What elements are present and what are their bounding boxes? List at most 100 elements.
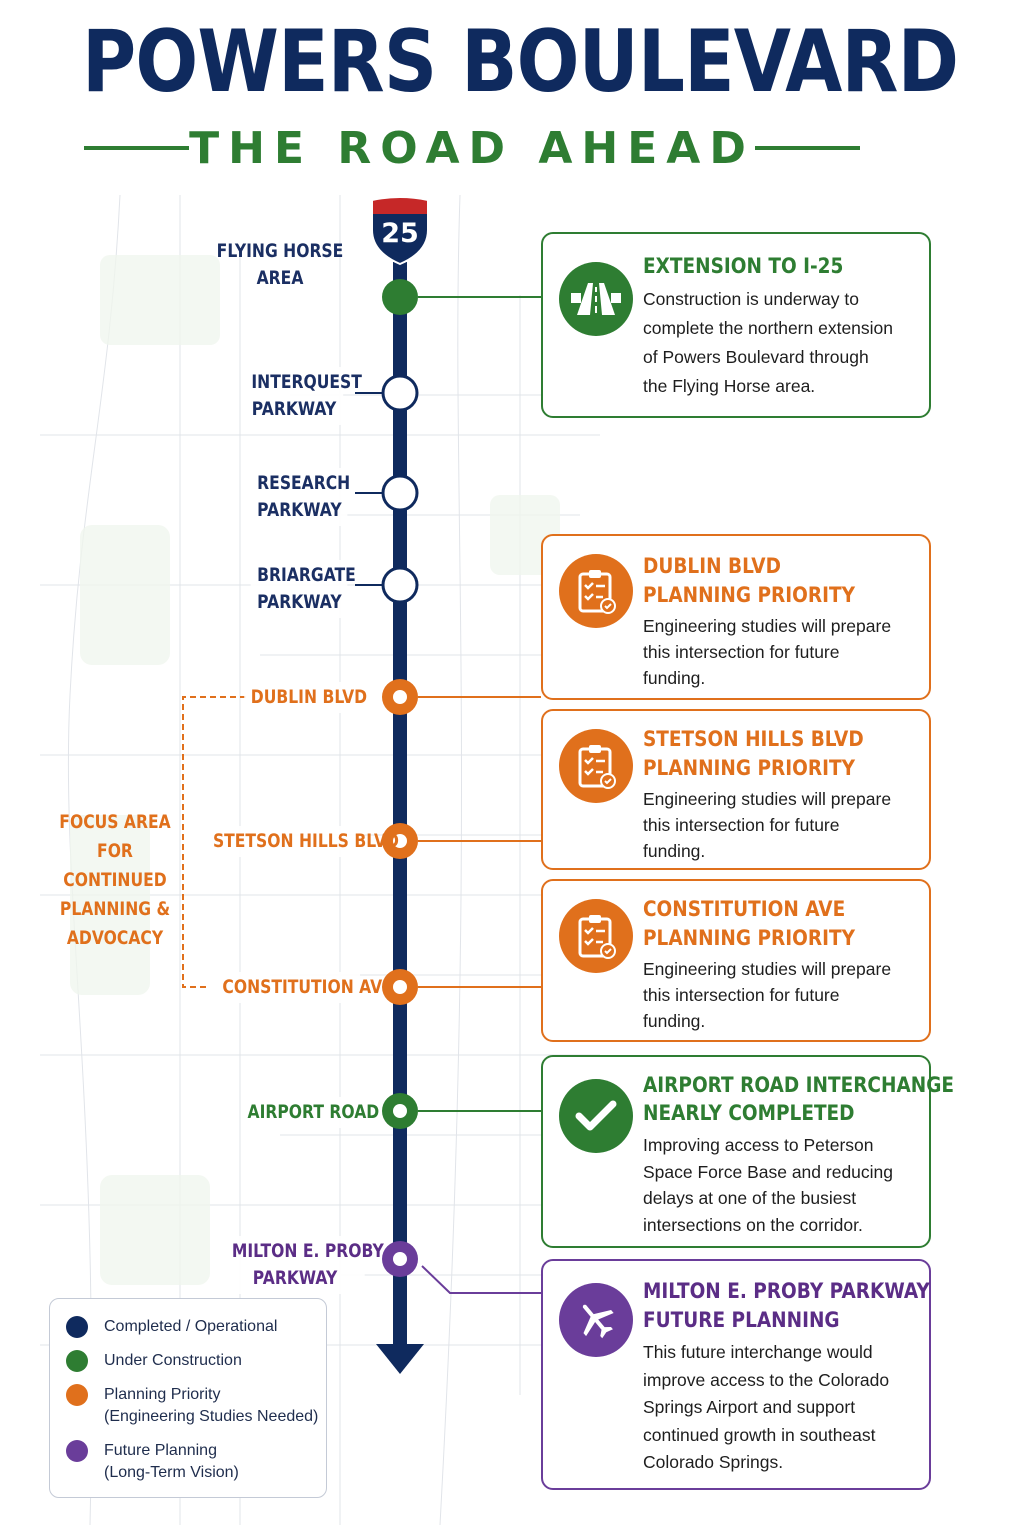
legend: Completed / Operational Under Constructi… (49, 1298, 327, 1498)
card-body-line: Engineering studies will prepare (643, 616, 892, 636)
focus-bracket (182, 696, 246, 988)
card-title: DUBLIN BLVD (643, 554, 781, 578)
stop-dot-interquest (381, 374, 419, 412)
legend-dot (66, 1350, 88, 1372)
stop-label-line: MILTON E. PROBY (231, 1240, 384, 1262)
card-body-line: This future interchange would (643, 1342, 873, 1362)
card-extension-i25: EXTENSION TO I-25 Construction is underw… (541, 232, 931, 418)
card-body: Construction is underway to complete the… (643, 285, 917, 401)
card-title: STETSON HILLS BLVD (643, 727, 864, 751)
card-body: This future interchange would improve ac… (643, 1339, 917, 1477)
stop-label-stetson: STETSON HILLS BLVD (206, 826, 399, 857)
legend-label: Under Construction (104, 1352, 242, 1369)
card-body-line: Engineering studies will prepare (643, 959, 892, 979)
focus-area-label: FOCUS AREA FOR CONTINUED PLANNING & ADVO… (54, 808, 177, 953)
legend-label: Planning Priority (104, 1386, 221, 1403)
card-body-line: Construction is underway to (643, 289, 859, 309)
card-body-line: of Powers Boulevard through (643, 347, 869, 367)
legend-text-group: Future Planning (Long-Term Vision) (104, 1440, 239, 1484)
card-constitution: CONSTITUTION AVE PLANNING PRIORITY Engin… (541, 879, 931, 1042)
card-title: CONSTITUTION AVE (643, 897, 846, 921)
card-title: MILTON E. PROBY PARKWAY (643, 1279, 930, 1303)
focus-area-line: ADVOCACY (66, 927, 164, 949)
legend-item-construction: Under Construction (66, 1350, 242, 1372)
card-airport-road: AIRPORT ROAD INTERCHANGE NEARLY COMPLETE… (541, 1055, 955, 1248)
stop-label-line: FLYING HORSE (216, 240, 344, 262)
clipboard-icon (559, 899, 633, 973)
card-body-line: funding. (643, 1011, 706, 1031)
stop-dot-milton-inner (393, 1252, 407, 1266)
card-body-line: Colorado Springs. (643, 1452, 784, 1472)
focus-area-line: PLANNING & (59, 898, 171, 920)
card-title: PLANNING PRIORITY (643, 583, 855, 607)
legend-sublabel: (Long-Term Vision) (104, 1464, 239, 1481)
subtitle-rule-left (84, 146, 190, 150)
stop-label-line: INTERQUEST (251, 371, 362, 393)
stop-label-constitution: CONSTITUTION AVE (215, 972, 393, 1003)
card-stetson: STETSON HILLS BLVD PLANNING PRIORITY Eng… (541, 709, 931, 870)
highway-icon (559, 262, 633, 336)
corridor-arrowhead (376, 1344, 424, 1374)
card-body-line: delays at one of the busiest (643, 1188, 857, 1208)
stop-label-line: PARKWAY (252, 1267, 338, 1289)
stop-dot-stetson-inner (393, 834, 407, 848)
card-body-line: this intersection for future (643, 815, 840, 835)
clipboard-icon (559, 554, 633, 628)
connector-milton (421, 1265, 541, 1294)
card-body: Engineering studies will prepare this in… (643, 786, 917, 864)
card-body-line: Space Force Base and reducing (643, 1161, 894, 1182)
card-body-line: improve access to the Colorado (643, 1369, 890, 1390)
stop-label-briargate: BRIARGATE PARKWAY (250, 560, 356, 618)
stop-dot-airport-inner (393, 1104, 407, 1118)
card-body-line: Engineering studies will prepare (643, 789, 892, 809)
stop-dot-flying-horse (382, 279, 418, 315)
card-body: Improving access to Peterson Space Force… (643, 1132, 917, 1238)
legend-sublabel: (Engineering Studies Needed) (104, 1408, 319, 1425)
legend-dot (66, 1384, 88, 1406)
card-milton-proby: MILTON E. PROBY PARKWAY FUTURE PLANNING … (541, 1259, 931, 1490)
legend-dot (66, 1316, 88, 1338)
stop-label-line: AREA (256, 267, 304, 289)
card-title: NEARLY COMPLETED (643, 1101, 855, 1125)
stop-dot-dublin-inner (393, 690, 407, 704)
card-title: PLANNING PRIORITY (643, 756, 855, 780)
card-title: EXTENSION TO I-25 (643, 254, 844, 278)
interstate-shield-icon: 25 (371, 196, 429, 266)
card-title: PLANNING PRIORITY (643, 926, 855, 950)
card-body-line: complete the northern extension (643, 318, 894, 338)
corridor-line (393, 262, 407, 1348)
card-body-line: this intersection for future (643, 985, 840, 1005)
card-body-line: intersections on the corridor. (643, 1214, 863, 1235)
stop-label-line: RESEARCH (257, 472, 351, 494)
card-body: Engineering studies will prepare this in… (643, 613, 917, 691)
stop-dot-briargate (381, 566, 419, 604)
shield-number: 25 (381, 218, 419, 249)
page-subtitle: THE ROAD AHEAD (189, 122, 755, 174)
legend-dot (66, 1440, 88, 1462)
card-title: AIRPORT ROAD INTERCHANGE (643, 1073, 955, 1097)
stop-label-interquest: INTERQUEST PARKWAY (244, 367, 362, 425)
stop-label-line: PARKWAY (257, 499, 342, 521)
legend-label: Completed / Operational (104, 1318, 278, 1335)
legend-text-group: Planning Priority (Engineering Studies N… (104, 1384, 318, 1428)
card-body-line: continued growth in southeast (643, 1424, 876, 1445)
checkmark-icon (559, 1079, 633, 1153)
subtitle-rule-right (754, 146, 860, 150)
card-body: Engineering studies will prepare this in… (643, 956, 917, 1034)
card-body-line: Springs Airport and support (643, 1397, 856, 1417)
legend-item-completed: Completed / Operational (66, 1316, 277, 1338)
airplane-icon (559, 1283, 633, 1357)
stop-dot-constitution-inner (393, 980, 407, 994)
stop-dot-research (381, 474, 419, 512)
page-title: POWERS BOULEVARD (82, 12, 959, 112)
focus-area-line: FOR CONTINUED (63, 840, 167, 891)
legend-item-future: Future Planning (Long-Term Vision) (66, 1440, 239, 1484)
card-dublin: DUBLIN BLVD PLANNING PRIORITY Engineerin… (541, 534, 931, 700)
legend-label: Future Planning (104, 1442, 217, 1459)
card-body-line: Improving access to Peterson (643, 1135, 874, 1155)
stop-label-research: RESEARCH PARKWAY (250, 468, 351, 526)
card-body-line: funding. (643, 668, 706, 688)
stop-label-airport: AIRPORT ROAD (240, 1097, 379, 1128)
card-body-line: the Flying Horse area. (643, 376, 816, 396)
